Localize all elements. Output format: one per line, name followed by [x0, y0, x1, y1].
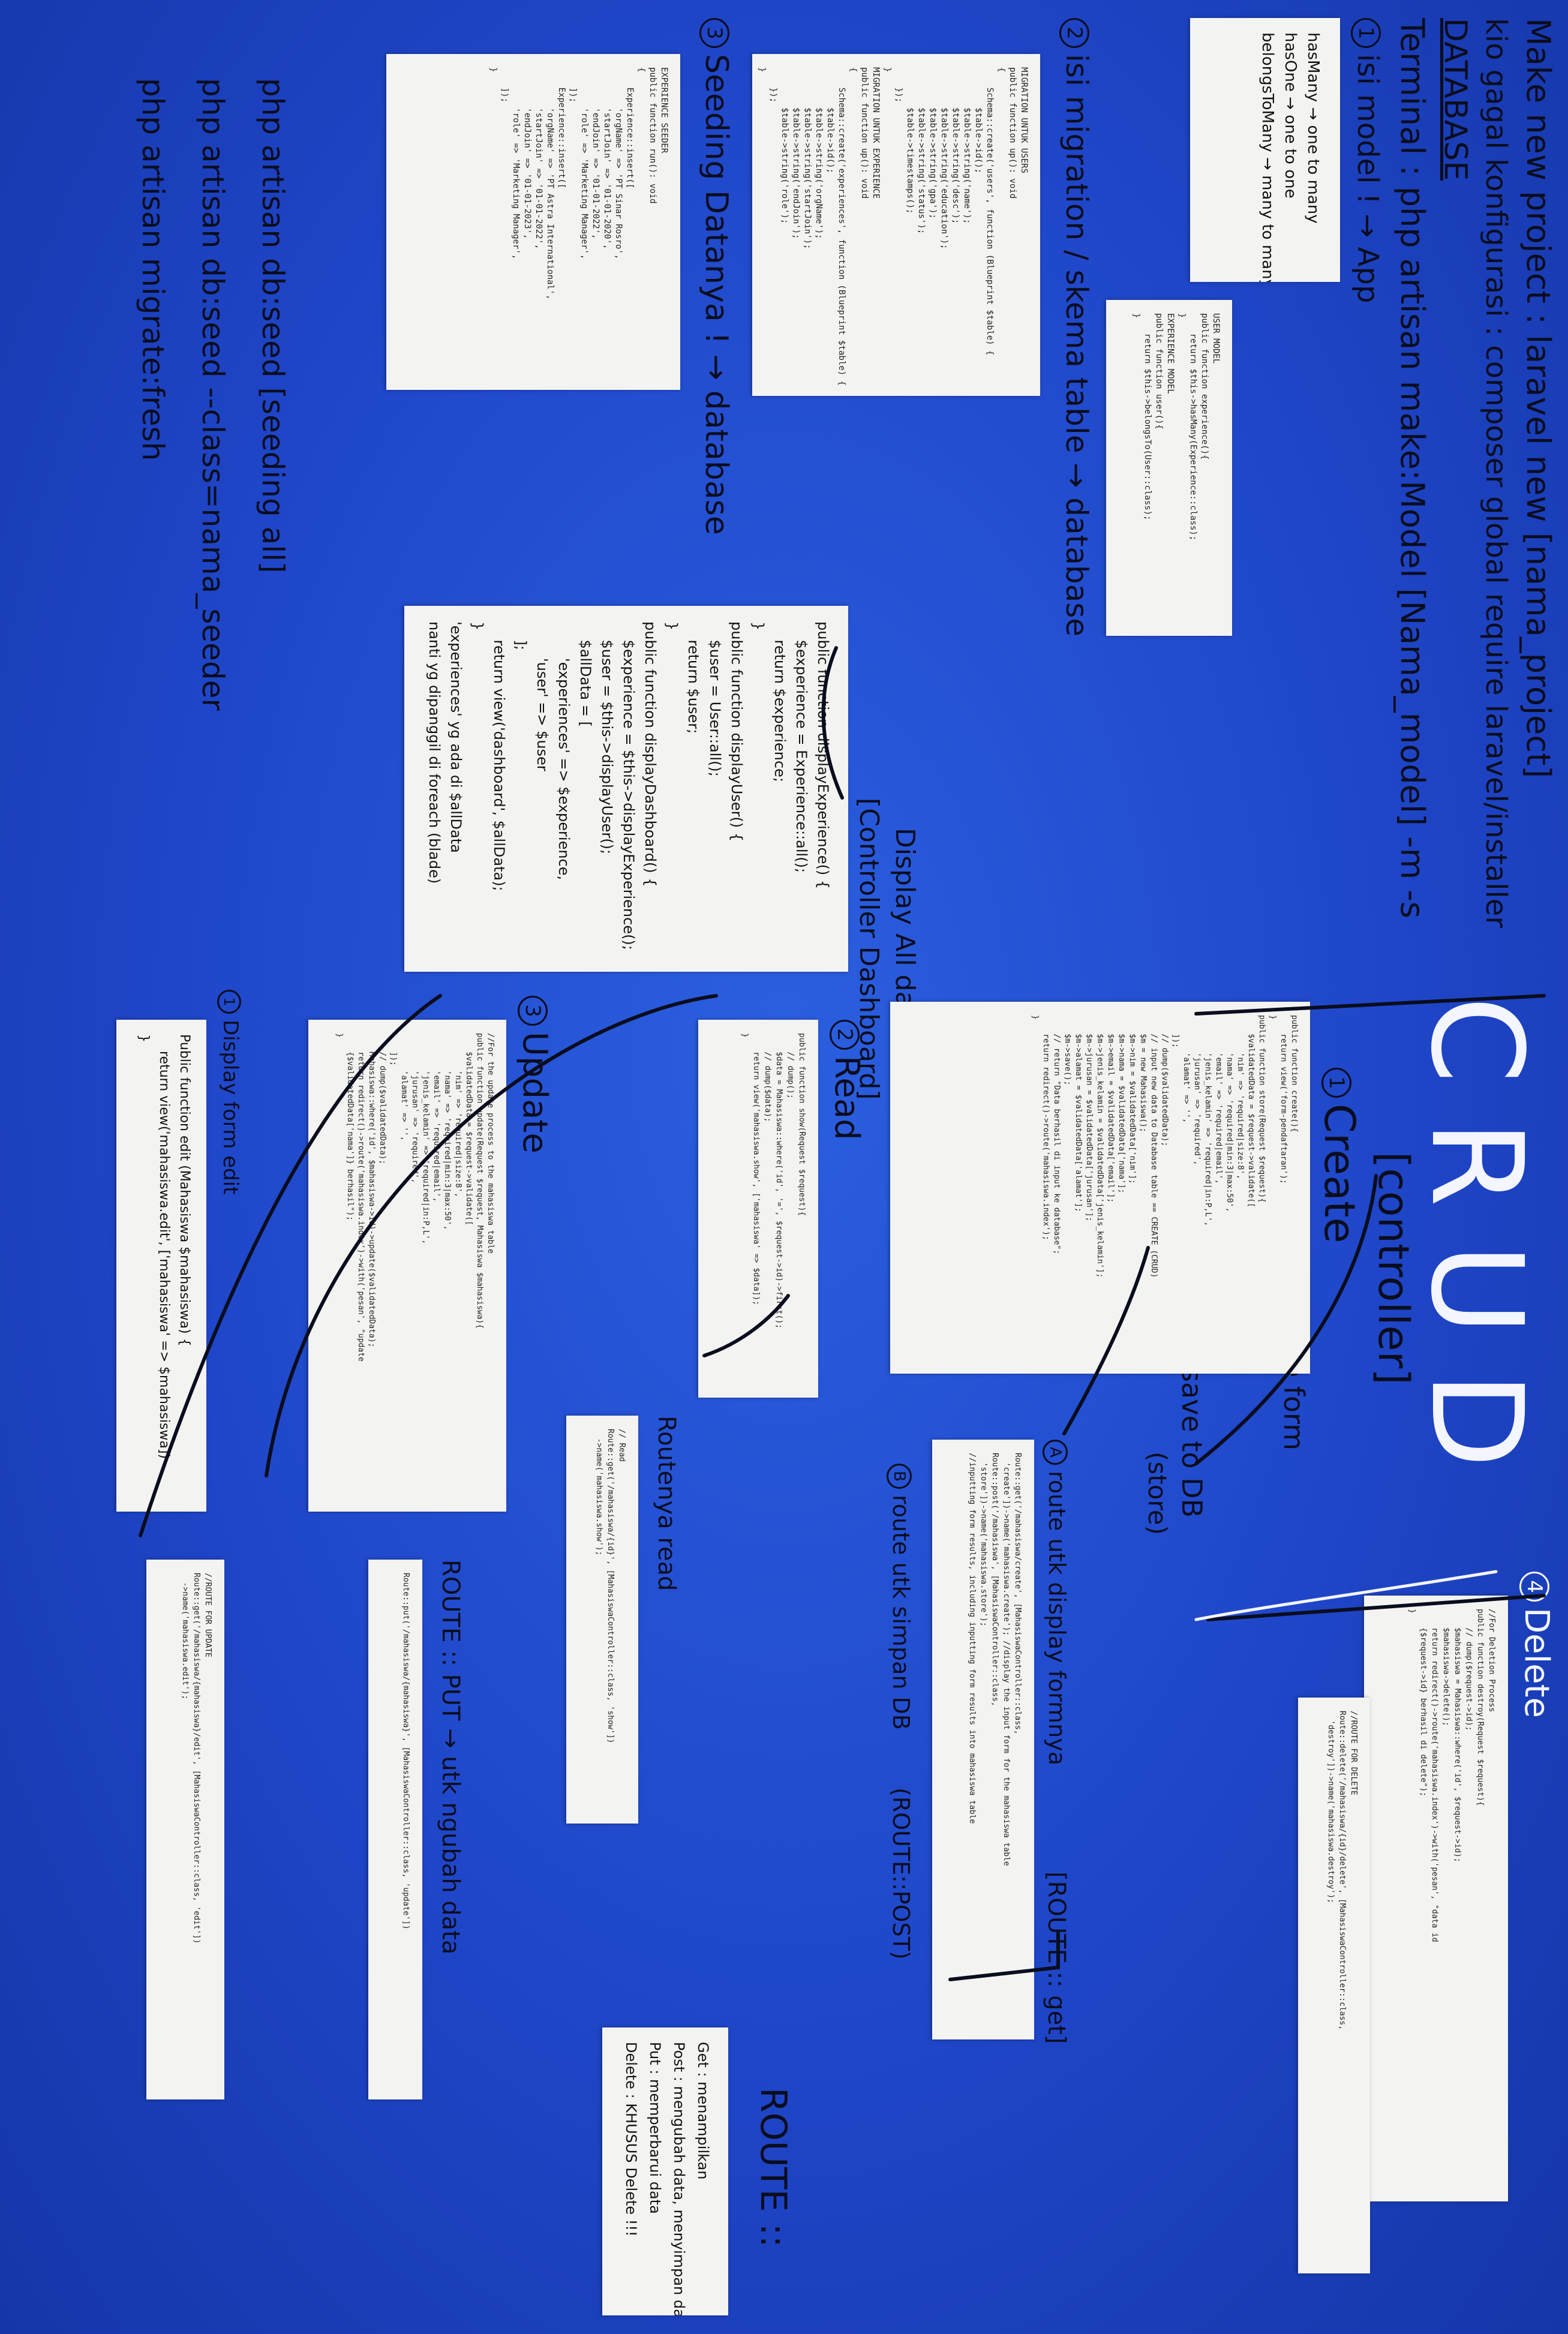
route-summary-title: ROUTE ::: [752, 2087, 794, 2248]
create-code-card: public function create(){ return view('f…: [890, 1002, 1310, 1374]
update-code: //For the update process to the mahasisw…: [335, 1033, 495, 1362]
step3-label: Seeding Datanya ! → database: [698, 54, 734, 535]
relations-note: hasMany → one to many hasOne → one to on…: [1258, 32, 1322, 282]
route-get-tag: [ROUTE :: get]: [1043, 1872, 1070, 2044]
seeder-code: EXPERIENCE SEEDER public function run():…: [488, 67, 669, 300]
step3-number: 3: [699, 18, 729, 48]
create-number: 1: [1321, 1068, 1352, 1098]
seed-command-3: php artisan migrate:fresh: [136, 78, 170, 461]
model-code-card: USER MODEL public function experience(){…: [1106, 300, 1232, 636]
update-code-card: //For the update process to the mahasisw…: [308, 1020, 506, 1512]
route-a-number: A: [1043, 1440, 1068, 1465]
save-db-note: save to DB: [1176, 1368, 1208, 1518]
model-code: USER MODEL public function experience(){…: [1131, 313, 1221, 541]
step1-number: 1: [1351, 18, 1381, 48]
edit-code: Public function edit (Mahasiswa $mahasis…: [136, 1034, 192, 1459]
delete-label: Delete: [1517, 1608, 1556, 1718]
delete-number: 4: [1519, 1572, 1550, 1602]
delete-code: //For Deletion Process public function d…: [1407, 1609, 1496, 1942]
edit-label: Display form edit: [218, 1020, 242, 1195]
create-heading: 1Create: [1315, 1068, 1364, 1243]
update-route-code: Route::put('/mahasiswa/{mahasiswa}', [Ma…: [401, 1573, 410, 1930]
step1-label: isi model ! → App: [1351, 54, 1384, 304]
seed-command-1: php artisan db:seed [seeding all]: [256, 78, 290, 573]
delete-heading: 4Delete: [1517, 1572, 1556, 1718]
route-a-code-card: Route::get('/mahasiswa/create', [Mahasis…: [932, 1440, 1034, 2039]
update-number: 3: [518, 996, 548, 1026]
update-label: Update: [515, 1032, 554, 1154]
migration-code: MIGRATION UNTUK USERS public function up…: [757, 67, 1029, 386]
step2-number: 2: [1059, 18, 1090, 48]
update-route-card: Route::put('/mahasiswa/{mahasiswa}', [Ma…: [368, 1560, 422, 2099]
route-summary-card: Get : menampilkan Post : mengubah data, …: [602, 2027, 728, 2315]
step3-title: 3Seeding Datanya ! → database: [698, 18, 734, 535]
edit-heading: 1Display form edit: [217, 990, 242, 1195]
update-heading: 3Update: [515, 996, 554, 1154]
create-label: Create: [1315, 1104, 1364, 1243]
read-code: public function show(Request $request){ …: [740, 1033, 806, 1329]
edit-number: 1: [217, 990, 242, 1014]
step2-label: isi migration / skema table → database: [1059, 54, 1094, 637]
terminal-command: Terminal : php artisan make:Model [Nama_…: [1393, 18, 1431, 919]
composer-line: kio gagal konfigurasi : composer global …: [1479, 18, 1513, 929]
update-route-label: ROUTE :: PUT → utk ngubah data: [437, 1560, 464, 1955]
route-a-label: route utk display formnya: [1044, 1471, 1070, 1766]
read-heading: 2Read: [827, 1020, 866, 1140]
seeder-code-card: EXPERIENCE SEEDER public function run():…: [386, 54, 680, 390]
route-a-title: Aroute utk display formnya: [1043, 1440, 1070, 1766]
read-route-card: // Read Route::get('/mahasiswa/{id}', [M…: [566, 1416, 638, 1824]
delete-route-code: //ROUTE FOR DELETE Route::delete('/mahas…: [1326, 1711, 1358, 2030]
route-post-tag: (ROUTE::POST): [888, 1788, 914, 1960]
relations-note-card: hasMany → one to many hasOne → one to on…: [1190, 18, 1340, 282]
display-code: public function displayExperience() { $e…: [426, 621, 831, 950]
delete-code-card: //For Deletion Process public function d…: [1364, 1596, 1508, 2201]
read-label: Read: [827, 1056, 866, 1140]
crud-title: CRUD: [1403, 996, 1550, 1504]
route-b-number: B: [887, 1464, 912, 1489]
read-number: 2: [830, 1020, 860, 1050]
read-code-card: public function show(Request $request){ …: [698, 1020, 818, 1398]
migration-code-card: MIGRATION UNTUK USERS public function up…: [752, 54, 1040, 396]
route-a-code: Route::get('/mahasiswa/create', [Mahasis…: [968, 1453, 1022, 1866]
read-route-code: // Read Route::get('/mahasiswa/{id}', [M…: [594, 1429, 626, 1744]
seed-command-2: php artisan db:seed --class=nama_seeder: [196, 78, 230, 711]
route-b-label: route utk simpan DB: [888, 1495, 914, 1730]
edit-route-code: //ROUTE FOR UPDATE Route::get('/mahasisw…: [181, 1573, 212, 1944]
step1-title: 1 isi model ! → App: [1351, 18, 1384, 303]
make-project-line: Make new project : laravel new [nama_pro…: [1519, 18, 1557, 779]
read-route-label: Routenya read: [653, 1416, 680, 1591]
database-heading: DATABASE: [1437, 18, 1473, 181]
delete-route-card: //ROUTE FOR DELETE Route::delete('/mahas…: [1298, 1698, 1370, 2273]
route-b-title: Broute utk simpan DB: [887, 1464, 914, 1730]
controller-heading: [controller]: [1369, 1152, 1418, 1385]
route-summary-note: Get : menampilkan Post : mengubah data, …: [623, 2042, 711, 2315]
store-note: (store): [1143, 1452, 1172, 1536]
step2-title: 2 isi migration / skema table → database: [1059, 18, 1094, 636]
create-code: public function create(){ return view('f…: [1031, 1015, 1299, 1278]
edit-code-card: Public function edit (Mahasiswa $mahasis…: [116, 1020, 206, 1512]
edit-route-card: //ROUTE FOR UPDATE Route::get('/mahasisw…: [146, 1560, 224, 2099]
display-code-card: public function displayExperience() { $e…: [404, 606, 848, 972]
